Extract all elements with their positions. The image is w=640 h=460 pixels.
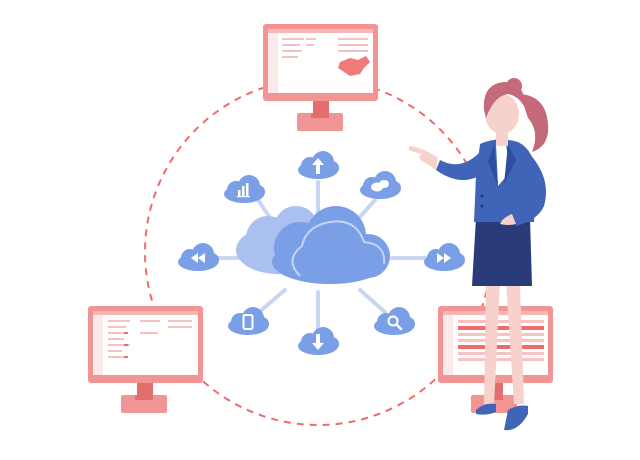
- ponytail: [520, 94, 549, 152]
- bar-chart-cloud: [224, 175, 265, 203]
- map-graphic: [338, 56, 370, 76]
- mobile-device-icon: [242, 314, 254, 330]
- rewind-icon: [191, 253, 205, 263]
- monitor-left: [88, 306, 203, 413]
- search-cloud: [374, 307, 415, 335]
- bar-chart-icon: [237, 183, 250, 198]
- data-table-graphic: [458, 320, 544, 361]
- download-cloud: [298, 327, 339, 355]
- fast-forward-icon: [437, 253, 451, 263]
- cloud-connectors: [216, 180, 430, 332]
- central-cloud-icon: [236, 206, 390, 284]
- monitor-top: [263, 24, 378, 131]
- chat-cloud: [360, 171, 401, 199]
- download-icon: [312, 334, 324, 350]
- upload-cloud: [298, 151, 339, 179]
- mobile-cloud: [228, 307, 269, 335]
- rewind-cloud: [178, 243, 219, 271]
- presenter-woman: [408, 78, 549, 431]
- skirt: [472, 218, 532, 286]
- search-icon: [387, 315, 403, 331]
- upload-icon: [312, 158, 324, 174]
- chat-bubble-icon: [371, 180, 389, 192]
- fast-forward-cloud: [424, 243, 465, 271]
